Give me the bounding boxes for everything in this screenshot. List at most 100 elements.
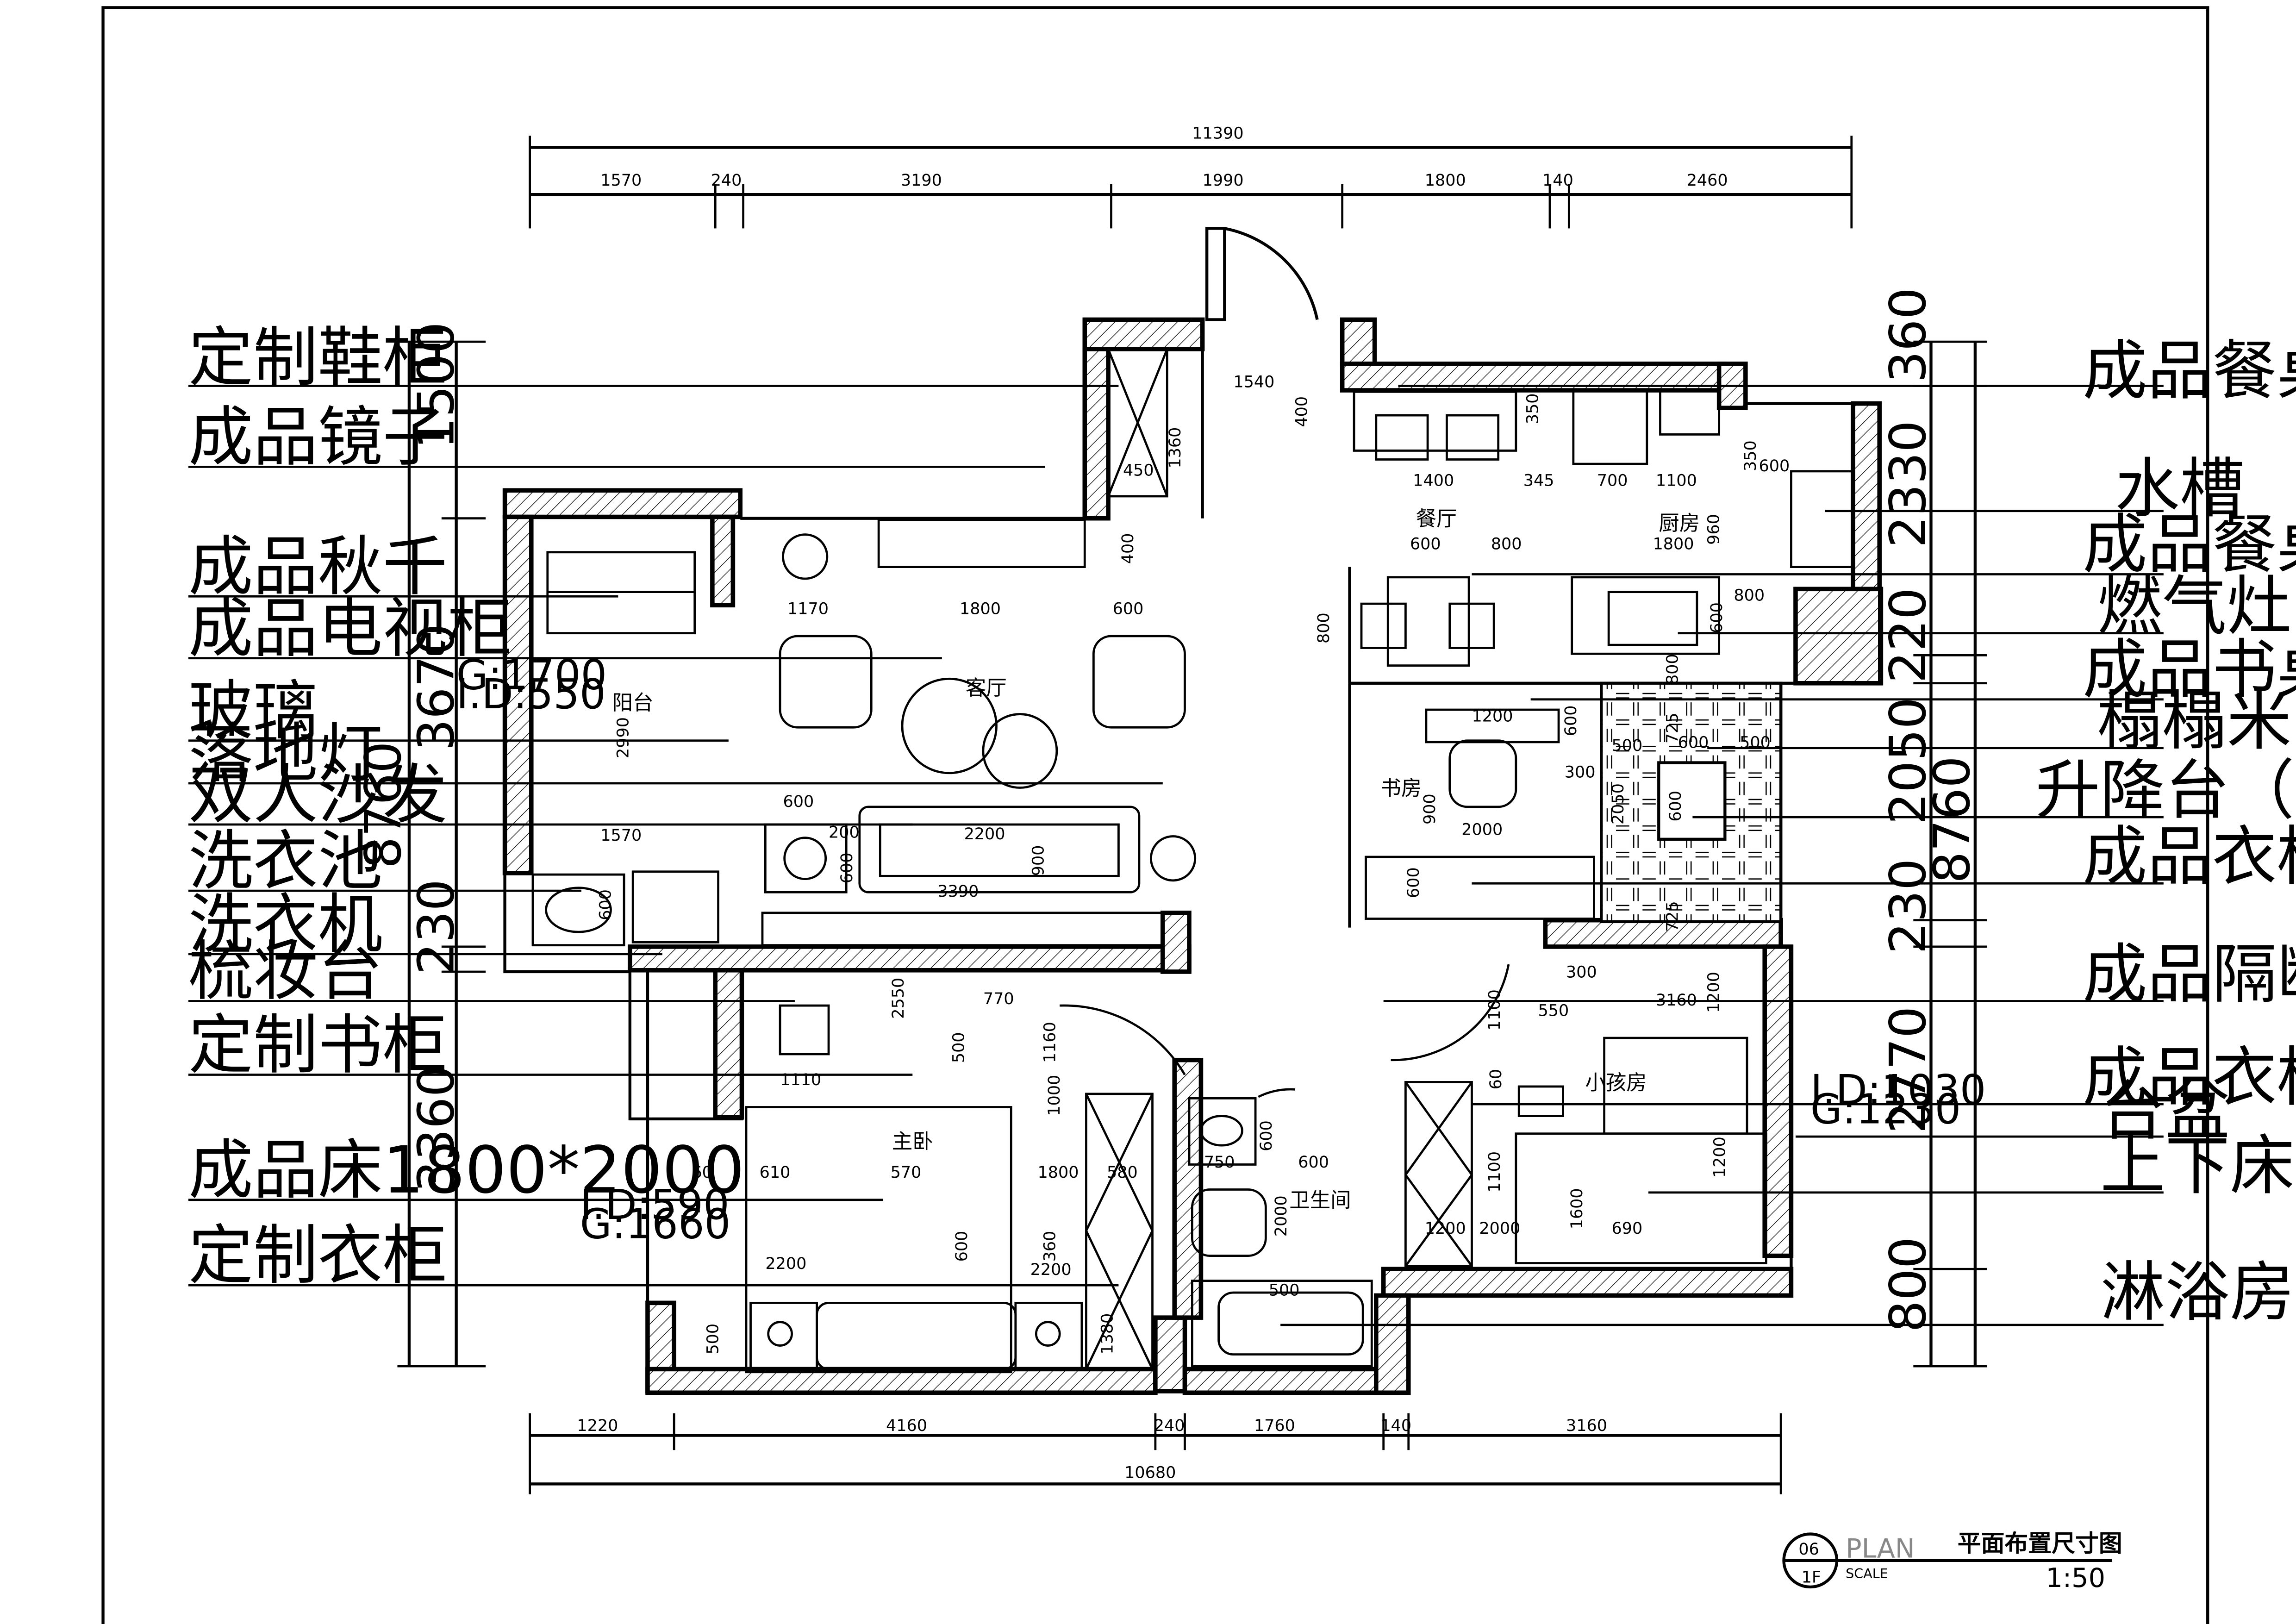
right-label: 成品书桌	[2083, 632, 2296, 707]
dim-inner: 1160	[1041, 1022, 1060, 1063]
dim-inner: 350	[1524, 393, 1542, 424]
dim-inner: 900	[1421, 793, 1439, 824]
dim-inner: 2000	[1272, 1195, 1291, 1237]
dim-inner: 2550	[889, 978, 908, 1019]
left-label: 落地灯	[188, 716, 383, 791]
dim-inner: 600	[1404, 867, 1423, 898]
dim-inner: 600	[1708, 602, 1726, 633]
dim-inner: 1100	[1485, 989, 1504, 1031]
left-labels: 定制鞋柜 成品镜子 成品秋千 成品电视柜 玻璃 落地灯 双人沙发 洗衣池 洗衣机…	[188, 320, 745, 1293]
dim-right: 360	[1879, 287, 1937, 383]
dim-inner: 960	[1705, 514, 1723, 545]
right-label: 成品衣柜	[2083, 819, 2296, 894]
dim-inner: 60	[1487, 1069, 1505, 1090]
dim-top: 1990	[1203, 171, 1244, 190]
dim-inner: 1800	[1653, 535, 1694, 553]
dim-inner: 1200	[1425, 1219, 1466, 1238]
dim-inner: 2200	[964, 825, 1005, 843]
dim-right: 2770	[1879, 1006, 1937, 1134]
left-label: 梳妆台	[188, 934, 383, 1009]
dim-bottom: 1220	[577, 1417, 618, 1435]
dim-left: 3360	[407, 1065, 465, 1193]
dim-inner: 800	[1491, 535, 1522, 553]
right-label: 榻榻米	[2097, 683, 2292, 759]
dim-inner: 2990	[614, 717, 633, 758]
dim-inner: 690	[1612, 1219, 1643, 1238]
dim-inner: 1170	[787, 600, 829, 618]
right-labels: 成品餐桌 水槽 成品餐桌 燃气灶 成品书桌 榻榻米 升降台（暗藏） 成品衣柜 成…	[2035, 333, 2296, 1330]
dim-inner: 1800	[1038, 1163, 1079, 1182]
dim-inner: 550	[1538, 1001, 1569, 1020]
dim-inner: 800	[1315, 612, 1333, 643]
left-label: 成品床1800*2000	[188, 1132, 745, 1208]
dim-inner: 500	[1269, 1281, 1300, 1299]
dim-bottom: 1760	[1254, 1417, 1295, 1435]
dim-inner: 300	[1565, 763, 1596, 781]
dim-inner: 1200	[1710, 1137, 1729, 1178]
right-label: 成品衣柜	[2083, 1040, 2296, 1115]
plan-title: 平面布置尺寸图	[1958, 1530, 2122, 1557]
dim-inner: 2050	[1609, 783, 1628, 824]
dim-left: 3670	[407, 624, 465, 751]
room-bath: 卫生间	[1289, 1189, 1351, 1212]
dim-inner: 1380	[1098, 1313, 1117, 1355]
left-label: 成品秋千	[188, 529, 448, 604]
dim-bottom: 240	[1154, 1417, 1185, 1435]
dim-bottom: 140	[1380, 1417, 1411, 1435]
dim-top: 240	[711, 171, 742, 190]
left-label: 玻璃	[188, 673, 318, 749]
outer-dimensions: 11390 1570 240 3190 1990 1800 140 2460 1…	[577, 124, 1728, 1482]
dim-inner: 1360	[1166, 427, 1185, 468]
dim-inner: 1200	[1472, 707, 1513, 725]
dim-inner: 600	[1759, 457, 1790, 475]
note: I.D:550	[456, 670, 606, 718]
dim-inner: 500	[950, 1032, 968, 1063]
dim-inner: 600	[1257, 1120, 1276, 1151]
right-label: 淋浴房	[2100, 1255, 2295, 1330]
dim-right: 2330	[1879, 420, 1937, 548]
dim-inner: 60	[692, 1163, 712, 1182]
dim-inner: 3390	[937, 882, 979, 901]
room-labels: 阳台 客厅 餐厅 厨房 书房 主卧 小孩房 卫生间	[612, 507, 1700, 1212]
dim-inner: 200	[829, 824, 860, 842]
dim-inner: 500	[704, 1324, 723, 1355]
dim-inner: 1100	[1485, 1151, 1504, 1193]
dim-inner: 770	[983, 990, 1014, 1008]
dim-inner: 750	[1204, 1153, 1235, 1172]
note: I.D:1030	[1810, 1066, 1986, 1114]
title-block: 06 1F PLAN SCALE 平面布置尺寸图 1:50	[1782, 1530, 2122, 1593]
right-label: 升降台（暗藏）	[2035, 753, 2296, 828]
dim-left: 230	[407, 879, 465, 974]
right-label: 成品餐桌	[2083, 333, 2296, 408]
plan-word: PLAN	[1846, 1533, 1915, 1564]
note: G:1700	[456, 651, 607, 699]
dim-inner: 1110	[780, 1071, 821, 1089]
dim-inner: 3160	[1656, 991, 1697, 1010]
dim-top-total: 11390	[1192, 124, 1243, 143]
dim-inner: 600	[838, 852, 856, 883]
dim-top: 1800	[1425, 171, 1466, 190]
dim-inner: 345	[1523, 472, 1554, 490]
leader-lines	[188, 385, 2164, 1326]
dim-inner: 1600	[1568, 1188, 1586, 1229]
sheet-border	[101, 6, 2209, 1624]
dim-inner: 300	[1566, 963, 1597, 982]
dim-inner: 450	[1123, 461, 1154, 480]
dim-inner: 570	[891, 1163, 922, 1182]
dim-inner: 2200	[765, 1255, 806, 1273]
dim-inner: 725	[1664, 712, 1682, 743]
dim-inner: 600	[783, 793, 814, 811]
dim-inner: 600	[1562, 706, 1580, 737]
room-kids: 小孩房	[1585, 1071, 1647, 1094]
dim-inner: 1400	[1413, 472, 1454, 490]
right-label: 燃气灶	[2097, 568, 2292, 644]
dim-inner: 580	[1107, 1163, 1138, 1182]
dim-inner: 800	[1664, 654, 1682, 685]
note: G:1230	[1810, 1085, 1961, 1133]
dim-right: 800	[1879, 1237, 1937, 1332]
right-label: 水槽	[2115, 451, 2245, 526]
dim-inner: 600	[953, 1231, 971, 1262]
dim-inner: 900	[1029, 845, 1048, 876]
vertical-dimensions: 8760 1500 3670 230 3360 360 2330 220 205…	[355, 287, 1981, 1332]
dim-inner: 500	[1740, 734, 1771, 752]
